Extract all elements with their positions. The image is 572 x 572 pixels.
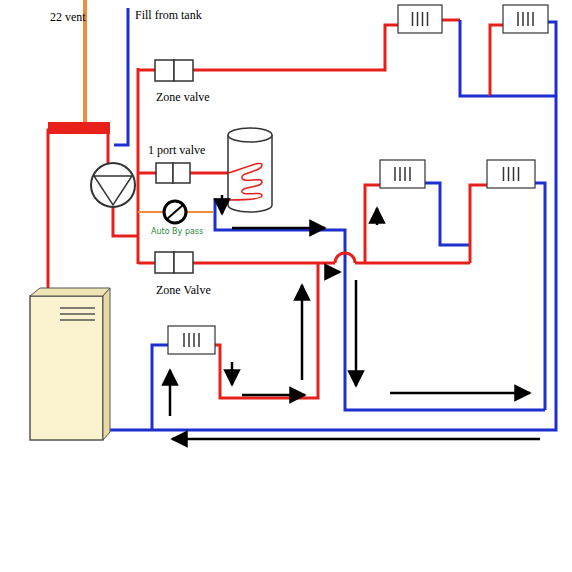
radiator-fin xyxy=(503,167,505,181)
radiator-fin xyxy=(412,12,414,26)
radiator-fin xyxy=(508,167,510,181)
radiator-fin xyxy=(518,167,520,181)
radiator-fin xyxy=(527,12,529,26)
radiator-fin xyxy=(427,12,429,26)
radiator-fin xyxy=(193,333,195,347)
radiator-fin xyxy=(417,12,419,26)
radiator-fin xyxy=(394,167,396,181)
radiator-fin xyxy=(198,333,200,347)
bypass-label: Auto By pass xyxy=(151,228,203,237)
radiator-fin xyxy=(532,12,534,26)
vent-label: 22 vent xyxy=(50,11,86,24)
radiator-fin xyxy=(517,12,519,26)
radiator-fin xyxy=(183,333,185,347)
radiator-fin xyxy=(399,167,401,181)
radiator-fin xyxy=(404,167,406,181)
zone-valve-label: Zone valve xyxy=(156,91,210,104)
radiator-fin xyxy=(522,12,524,26)
zone-valve-label: Zone Valve xyxy=(156,284,211,297)
radiator-fin xyxy=(513,167,515,181)
radiator-fin xyxy=(422,12,424,26)
radiator-fin xyxy=(188,333,190,347)
radiator-fin xyxy=(409,167,411,181)
port-valve-label: 1 port valve xyxy=(148,144,205,157)
fill-label: Fill from tank xyxy=(135,9,202,22)
